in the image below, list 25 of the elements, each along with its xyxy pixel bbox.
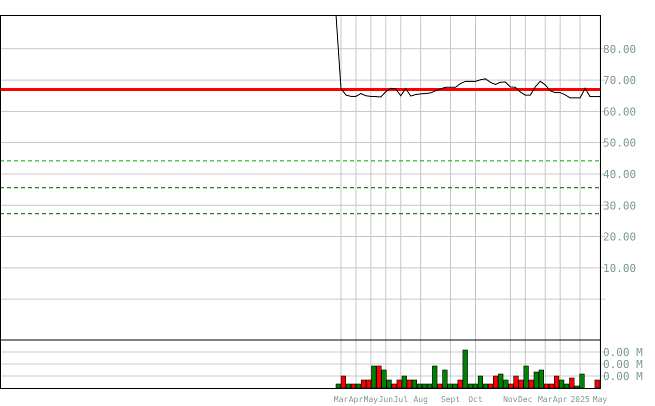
- axis-tick-label: Oct: [468, 395, 483, 404]
- axis-tick-label: 60.00: [603, 105, 636, 118]
- axis-tick-label: May: [364, 395, 378, 404]
- axis-tick-label: Apr: [348, 395, 364, 404]
- axis-tick-label: Nov: [503, 395, 518, 404]
- axis-tick-label: 70.00: [603, 74, 636, 88]
- axis-tick-label: 30.00: [603, 199, 636, 212]
- axis-tick-label: Dec: [518, 395, 532, 404]
- axis-tick-label: 2025: [570, 395, 590, 404]
- volume-axis-label: 0.00 M: [603, 370, 643, 383]
- axis-tick-label: Mar: [334, 395, 348, 404]
- axis-tick-label: Aug: [413, 395, 428, 404]
- volume-axis-label: 0.00 M: [603, 358, 643, 371]
- axis-tick-label: 80.00: [603, 42, 636, 56]
- volume-axis-label: 0.00 M: [603, 346, 643, 359]
- axis-tick-label: May: [592, 395, 608, 404]
- axis-tick-label: 10.00: [603, 262, 636, 275]
- axis-tick-label: 50.00: [603, 136, 636, 150]
- axis-tick-label: 40.00: [603, 168, 636, 181]
- axis-tick-label: Apr: [552, 395, 568, 404]
- axis-tick-label: Jul: [394, 395, 408, 404]
- axis-tick-label: Jun: [378, 395, 394, 404]
- axis-tick-label: Mar: [538, 395, 552, 404]
- axis-tick-label: Sept: [440, 395, 460, 404]
- axis-tick-label: 20.00: [603, 230, 636, 244]
